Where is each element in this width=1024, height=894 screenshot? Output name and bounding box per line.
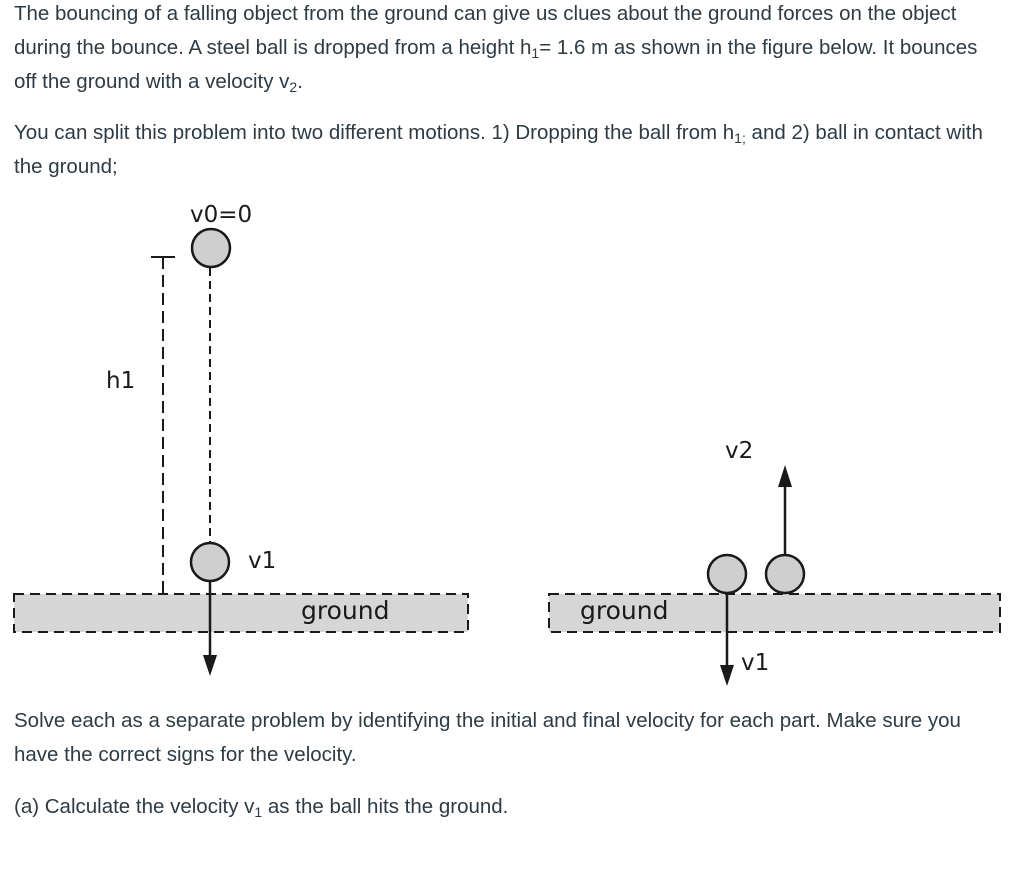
label-v2: v2 [725,438,753,464]
split-paragraph: You can split this problem into two diff… [14,116,1004,184]
intro-text-b: = 1.6 m as shown in the figure below. It… [14,36,978,93]
label-v0: v0=0 [190,202,252,228]
question-a-text-b: as the ball hits the ground. [262,795,509,818]
intro-text-a: The bouncing of a falling object from th… [14,2,957,59]
ground-left [13,593,469,633]
ball-top [190,227,232,269]
intro-sub-h1: 1 [531,45,540,61]
intro-paragraph: The bouncing of a falling object from th… [14,0,1004,99]
v1-arrow-left-head [203,655,217,676]
split-text-a: You can split this problem into two diff… [14,121,735,144]
question-a-sub-v1: 1 [254,804,263,820]
split-text-b: and 2) ball in contact with the ground; [14,121,983,178]
ball-impact-left [189,541,231,583]
intro-sub-v2: 2 [289,79,298,95]
v1-arrow-right-head [720,665,734,686]
label-ground-left: ground [301,596,389,625]
instructions-paragraph: Solve each as a separate problem by iden… [14,709,961,766]
label-h1: h1 [106,368,135,394]
split-sub-h1: 1; [734,130,746,146]
intro-text-c: . [297,70,303,93]
bounce-figure: v0=0 h1 v1 ground ground v2 v1 [13,202,1001,686]
label-v1-left: v1 [248,548,276,574]
v2-arrow-head [778,465,792,487]
label-v1-right: v1 [741,650,769,676]
ground-right [548,593,1001,633]
question-a: (a) Calculate the velocity v1 as the bal… [14,790,1004,824]
ball-rebound-right [764,553,806,595]
question-a-text-a: (a) Calculate the velocity v [14,795,255,818]
ball-impact-right [706,553,748,595]
label-ground-right: ground [580,596,668,625]
